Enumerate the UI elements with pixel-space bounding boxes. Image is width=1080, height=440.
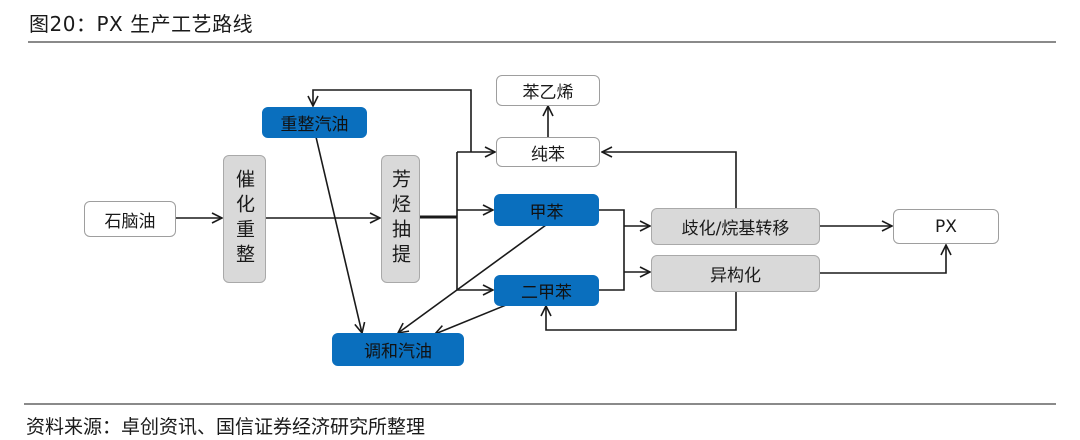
edge-toluene-blended (398, 224, 547, 333)
figure-title: 图20：PX 生产工艺路线 (29, 12, 254, 36)
top-divider (28, 41, 1056, 43)
edge-xylene-blended (435, 302, 512, 334)
edge-bus-reformed-gasoline (313, 89, 472, 152)
node-aromatics-extraction: 芳烃抽提 (381, 155, 420, 283)
node-toluene: 甲苯 (494, 194, 599, 226)
bottom-divider (24, 403, 1056, 405)
node-px: PX (893, 209, 999, 244)
node-isomerization: 异构化 (651, 255, 820, 292)
source-note: 资料来源：卓创资讯、国信证券经济研究所整理 (26, 416, 426, 438)
node-xylene: 二甲苯 (494, 275, 599, 306)
node-reformed-gasoline: 重整汽油 (262, 107, 367, 138)
node-naphtha: 石脑油 (84, 201, 176, 237)
node-pure-benzene: 纯苯 (496, 137, 600, 167)
edge-reformed-blended (315, 136, 362, 333)
node-catalytic-reforming: 催化重整 (223, 155, 266, 283)
node-disproportionation: 歧化/烷基转移 (651, 208, 820, 245)
edge-isomerization-xylene (546, 291, 737, 331)
node-blended-gasoline: 调和汽油 (332, 333, 464, 366)
edge-disproportionation-benzene (602, 152, 737, 208)
edge-toluene-junction (599, 209, 625, 291)
edge-isomerization-px (820, 245, 946, 274)
node-styrene: 苯乙烯 (496, 75, 600, 106)
